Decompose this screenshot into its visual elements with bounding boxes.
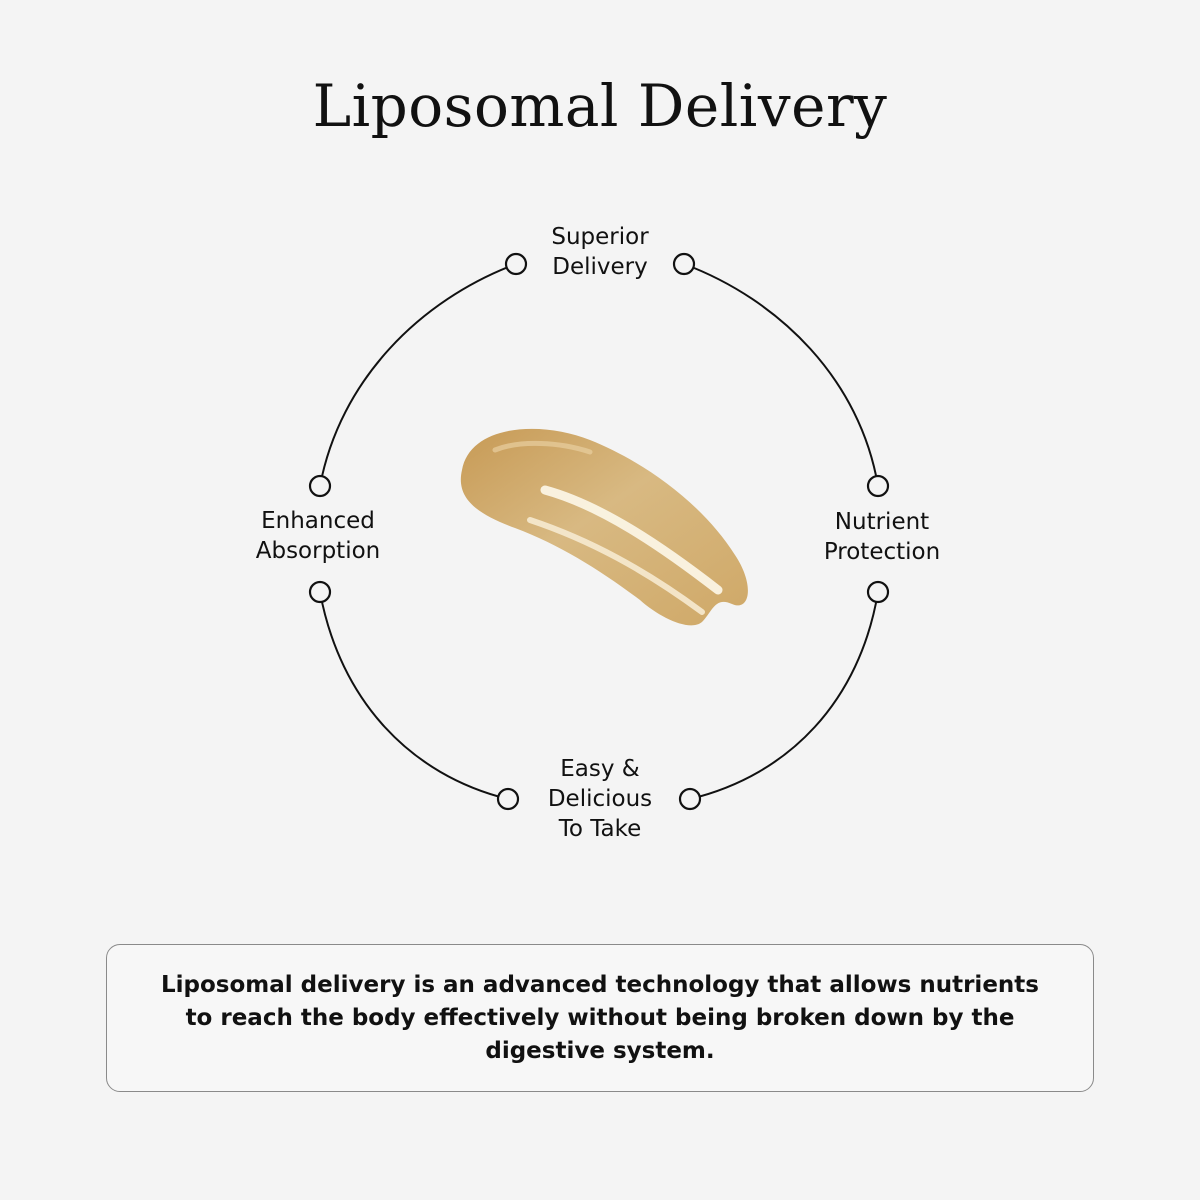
cycle-nodes [308, 252, 890, 811]
label-line: Easy & [560, 756, 640, 782]
arc-bottom-left [319, 591, 509, 800]
node-circle-bottom-right [678, 787, 702, 811]
label-line: To Take [558, 816, 642, 842]
label-line: Enhanced [261, 508, 375, 534]
node-circle-right-upper [866, 474, 890, 498]
cycle-arcs [319, 263, 879, 800]
node-circle-top-right [672, 252, 696, 276]
arc-top-left [319, 263, 517, 487]
label-easy-delicious: Easy & Delicious To Take [500, 754, 700, 844]
label-line: Superior [551, 224, 649, 250]
label-line: Nutrient [834, 509, 930, 535]
label-line: Absorption [255, 538, 381, 564]
description-text: Liposomal delivery is an advanced techno… [161, 971, 1039, 1064]
cream-swatch-image [460, 428, 748, 626]
node-circle-left-lower [308, 580, 332, 604]
node-circle-top-left [504, 252, 528, 276]
arc-bottom-right [689, 591, 879, 800]
label-enhanced-absorption: Enhanced Absorption [218, 506, 418, 566]
description-box: Liposomal delivery is an advanced techno… [106, 944, 1094, 1092]
arc-top-right [683, 263, 879, 487]
label-line: Delicious [547, 786, 653, 812]
node-circle-left-upper [308, 474, 332, 498]
node-circle-right-lower [866, 580, 890, 604]
page-title: Liposomal Delivery [312, 72, 888, 140]
label-line: Protection [823, 539, 941, 565]
node-circle-bottom-left [496, 787, 520, 811]
label-superior-delivery: Superior Delivery [500, 222, 700, 282]
label-line: Delivery [552, 254, 648, 280]
label-nutrient-protection: Nutrient Protection [782, 507, 982, 567]
